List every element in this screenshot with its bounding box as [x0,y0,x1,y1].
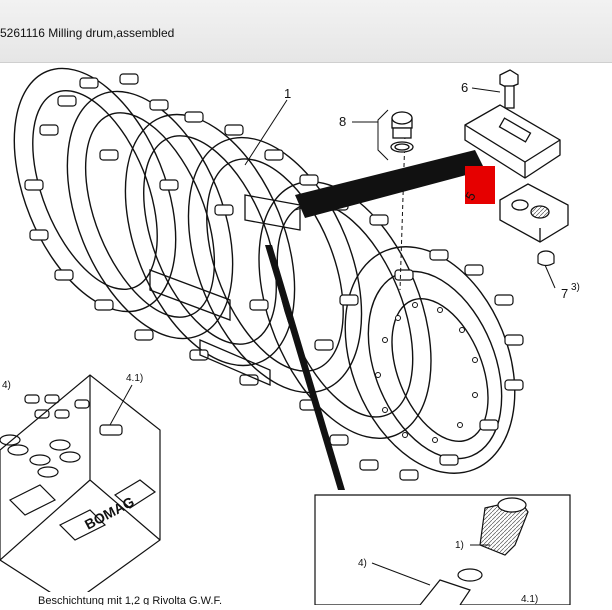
diagram-svg: 1 8 6 5 7 3) 4) 4.1) BOMAG 1) 4) 4.1) Be… [0,67,580,607]
tool-kit-box [0,374,161,606]
callout-6-label[interactable]: 6 [461,80,468,95]
bolt-part-6 [499,69,519,109]
detail-callout-4: 4) [358,558,367,569]
clamp-part-5 [464,104,561,179]
bracket-8 [377,109,389,161]
detail-box [314,494,571,606]
callout-5-highlight[interactable] [465,166,495,204]
nut-part-7 [537,250,555,267]
callout-7-label[interactable]: 7 [561,286,568,301]
detail-leader-4 [371,562,431,586]
detail-callout-1: 1) [455,540,464,551]
drum-flange-holes [375,302,478,443]
callout-7-note: 3) [571,282,580,293]
window-title: 5261116 Milling drum,assembled [0,26,175,40]
holder-block [499,183,569,243]
drum-body [149,194,301,386]
kit-leader [109,384,133,426]
detail-callout-41: 4.1) [521,594,538,605]
callout-1-label[interactable]: 1 [284,86,291,101]
footer-strip [0,592,300,605]
plug-part-8 [390,111,414,153]
window-titlebar: 5261116 Milling drum,assembled [0,0,612,63]
callout-8-label[interactable]: 8 [339,114,346,129]
kit-callout-4: 4) [2,380,11,391]
coating-note: Beschichtung mit 1,2 g Rivolta G.W.F. [38,595,222,605]
detail-pointer [295,150,485,218]
kit-callout-41: 4.1) [126,373,143,384]
exploded-diagram: 1 8 6 5 7 3) 4) 4.1) BOMAG 1) 4) 4.1) Be… [0,62,612,607]
detail-pointer-2 [265,245,345,490]
